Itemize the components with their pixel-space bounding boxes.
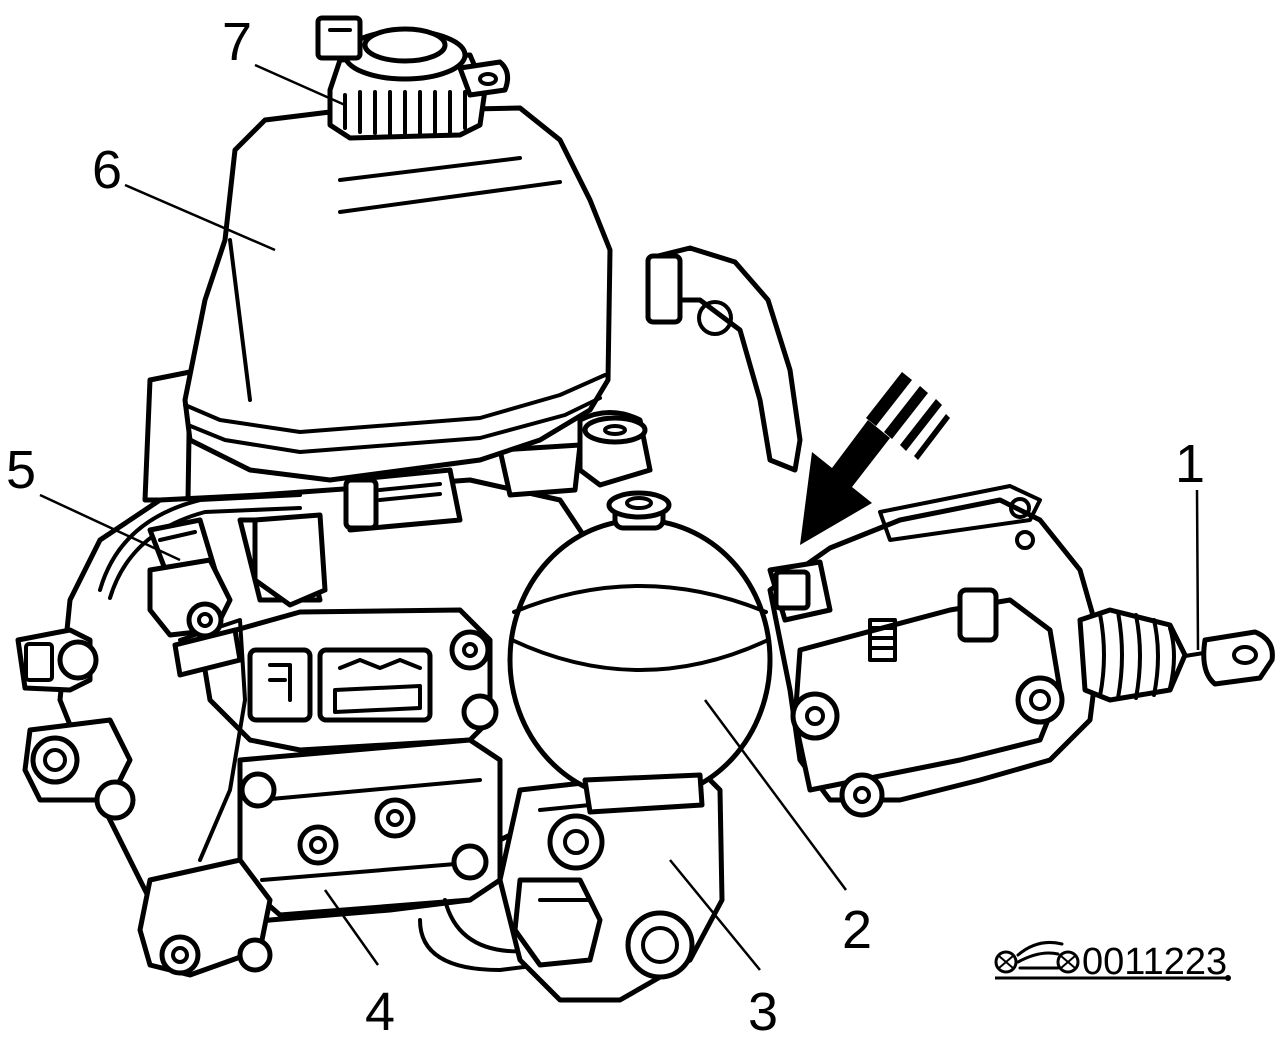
leader-lines bbox=[39, 63, 1200, 971]
callout-1: 1 bbox=[1175, 434, 1205, 494]
reservoir-cap bbox=[315, 15, 511, 141]
callout-7: 7 bbox=[222, 12, 252, 72]
pump-housing bbox=[497, 767, 725, 1003]
direction-arrow-icon bbox=[800, 372, 950, 545]
callout-5: 5 bbox=[6, 440, 36, 500]
brake-booster bbox=[767, 484, 1275, 818]
callout-2: 2 bbox=[842, 900, 872, 960]
callout-4: 4 bbox=[365, 982, 395, 1042]
reference-mark: 0011223 bbox=[994, 940, 1231, 983]
mounting-bracket bbox=[142, 245, 803, 503]
callout-3: 3 bbox=[748, 982, 778, 1042]
fluid-reservoir bbox=[182, 105, 613, 608]
callout-6: 6 bbox=[92, 140, 122, 200]
car-logo-icon bbox=[994, 940, 1080, 974]
callout-labels: 1 2 3 4 5 6 7 bbox=[6, 12, 1205, 1042]
pressure-accumulator bbox=[507, 490, 773, 815]
hydraulic-modulator-block bbox=[15, 477, 613, 978]
reference-code: 0011223 bbox=[1082, 941, 1227, 983]
